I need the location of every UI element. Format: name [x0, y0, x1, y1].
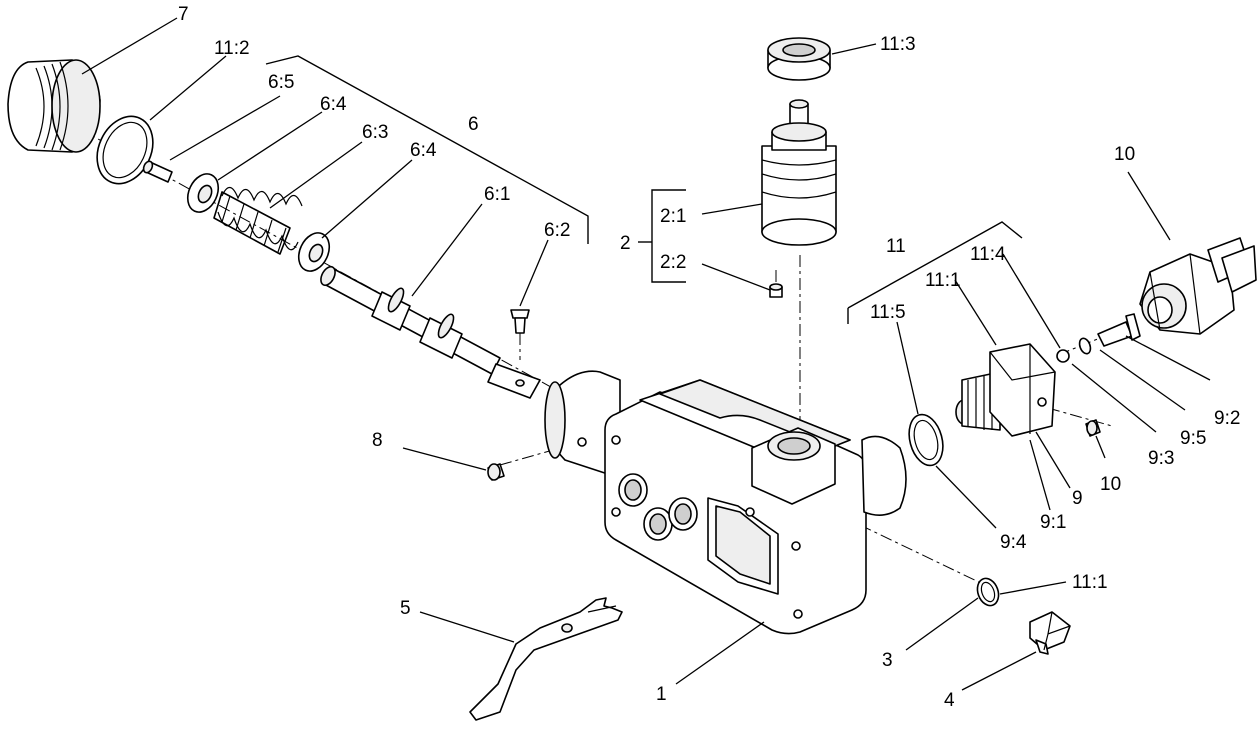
callout-6-3: 6:3 [362, 122, 388, 143]
callout-labels: 7 11:2 6:5 6:4 6 6:3 6:4 6:1 6:2 11:3 2 … [178, 4, 1240, 711]
callout-6: 6 [468, 114, 479, 135]
callout-8: 8 [372, 430, 383, 451]
part-11-5-o-ring [908, 413, 944, 467]
callout-11-1-top: 11:1 [925, 270, 961, 291]
part-9-relief-valve [955, 343, 1056, 437]
part-1-valve-body [544, 370, 907, 635]
callout-6-4-upper: 6:4 [320, 94, 347, 115]
part-11-3-seal [767, 37, 831, 81]
callout-11-5: 11:5 [870, 302, 906, 323]
group-brackets [265, 55, 1023, 324]
bracket-2 [651, 189, 686, 283]
callout-6-1: 6:1 [484, 184, 510, 205]
part-10-adjuster [1139, 237, 1257, 335]
callout-9-2: 9:2 [1214, 408, 1240, 429]
callout-10-mid: 10 [1100, 474, 1121, 495]
callout-2-1: 2:1 [660, 206, 686, 227]
callout-9-1: 9:1 [1040, 512, 1066, 533]
part-10-small-plug [1085, 419, 1101, 437]
part-6-2-screw [510, 309, 530, 334]
part-6-5-pin [142, 160, 173, 183]
callout-9: 9 [1072, 488, 1083, 509]
center-lines [77, 127, 1113, 586]
part-11-4-ball [1056, 349, 1070, 363]
part-4-plug-bolt [1029, 611, 1071, 655]
bracket-6 [265, 55, 589, 244]
callout-10-top: 10 [1114, 144, 1135, 165]
callout-4: 4 [944, 690, 955, 711]
callout-3: 3 [882, 650, 893, 671]
part-6-1-spool [320, 265, 541, 399]
part-2-1-cartridge [761, 99, 837, 246]
callout-2-2: 2:2 [660, 252, 686, 273]
callout-9-3: 9:3 [1148, 448, 1174, 469]
callout-9-4: 9:4 [1000, 532, 1027, 553]
callout-9-5: 9:5 [1180, 428, 1206, 449]
part-9-5-poppet [1097, 313, 1141, 347]
callout-6-4-lower: 6:4 [410, 140, 437, 161]
part-6-4-washer-lower [297, 232, 331, 272]
part-2-2-plug [769, 283, 783, 298]
callout-11: 11 [886, 236, 906, 257]
part-9-3-o-ring [1078, 337, 1092, 355]
callout-1: 1 [656, 684, 667, 705]
callout-7: 7 [178, 4, 189, 25]
part-11-1-o-ring-lower [976, 577, 1000, 607]
leader-lines [81, 17, 1211, 691]
part-5-lever [469, 597, 623, 721]
callout-11-1-bottom: 11:1 [1072, 572, 1108, 593]
part-7-end-cap [7, 59, 101, 153]
callout-11-3: 11:3 [880, 34, 916, 55]
part-8-plug [487, 463, 505, 481]
part-6-3-spring [213, 186, 303, 255]
callout-5: 5 [400, 598, 411, 619]
callout-2: 2 [620, 233, 631, 254]
callout-6-2: 6:2 [544, 220, 570, 241]
callout-11-2: 11:2 [214, 38, 250, 59]
callout-11-4: 11:4 [970, 244, 1006, 265]
bracket-11 [847, 221, 1023, 324]
callout-6-5: 6:5 [268, 72, 294, 93]
part-6-4-washer-upper [186, 173, 220, 213]
